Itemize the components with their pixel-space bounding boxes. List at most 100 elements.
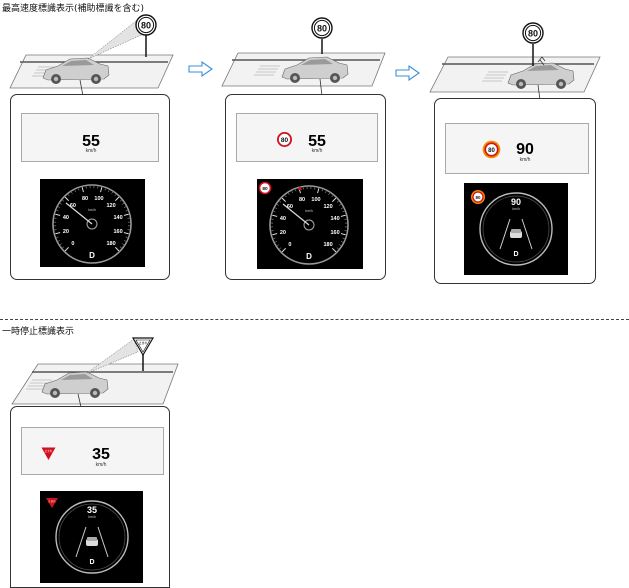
hud-speed-value: 55	[82, 133, 100, 150]
gauge-tick	[108, 190, 110, 193]
gauge-tick	[281, 248, 286, 253]
speed-limit-sign-icon: 80	[482, 140, 501, 159]
gauge-tick	[62, 199, 65, 202]
gauge-tick	[325, 191, 327, 194]
gear-indicator: D	[89, 251, 95, 260]
gauge-tick	[281, 197, 286, 202]
gauge-tick	[111, 192, 113, 194]
road-scene-4: 止まれ	[11, 337, 179, 408]
gauge-tick-label: 180	[106, 241, 115, 247]
gauge-tick	[273, 211, 276, 213]
gauge-tick-label: 40	[63, 215, 69, 221]
hud-sign-value: 80	[488, 148, 495, 154]
section-divider	[0, 319, 629, 320]
car-icon	[41, 371, 109, 398]
gauge-tick	[60, 243, 62, 245]
gauge-tick	[331, 195, 334, 198]
hud-speed-value: 55	[308, 133, 326, 150]
hud-display: 80 90 km/h	[445, 123, 589, 174]
gauge-tick	[58, 240, 61, 242]
gauge-tick	[125, 210, 128, 212]
gauge-tick	[288, 193, 290, 195]
gauge-tick	[277, 244, 279, 246]
hud-speed-unit: km/h	[95, 462, 107, 468]
gauge-tick	[55, 232, 61, 235]
hud-speed-unit: km/h	[85, 148, 97, 154]
gauge-tick	[62, 246, 65, 249]
gauge-tick	[277, 204, 279, 206]
gauge-tick	[272, 233, 278, 236]
meter-unit: km/h	[88, 515, 96, 519]
hud-speed-value: 35	[92, 446, 110, 463]
gauge-tick	[279, 247, 282, 250]
arrow-right-icon	[188, 61, 213, 77]
gauge-tick	[342, 237, 345, 239]
gauge-tick	[339, 204, 341, 206]
gauge-tick-label: 120	[106, 203, 115, 209]
speed-limit-sign-icon: 80	[135, 14, 157, 36]
gauge-tick-label: 0	[71, 241, 74, 247]
gauge-tick	[340, 207, 343, 209]
gauge-tick	[332, 197, 337, 202]
gauge-tick	[340, 241, 343, 243]
gauge-tick-label: 160	[113, 229, 122, 235]
driver-display: 90 km/h D 80	[464, 183, 568, 275]
gauge-tick	[317, 188, 320, 194]
gauge-tick	[64, 247, 69, 252]
gauge-tick-label: 180	[323, 242, 332, 248]
arrow-right-icon	[395, 65, 420, 81]
hud-display: 55 km/h	[21, 113, 159, 162]
gauge-tick	[272, 214, 278, 217]
stop-sign-icon: 止まれ	[131, 337, 155, 357]
gauge-tick-label: 120	[323, 204, 332, 210]
gauge-ring	[52, 184, 132, 264]
gauge-tick	[332, 248, 337, 253]
gear-indicator: D	[89, 559, 94, 566]
gauge-tick	[340, 233, 346, 236]
gauge-tick	[56, 236, 59, 238]
gauge-tick	[125, 236, 128, 238]
car-icon	[507, 62, 575, 89]
meter-unit: km/h	[88, 208, 96, 212]
gauge-tick-label: 40	[280, 216, 286, 222]
gauge-tick-label: 60	[70, 203, 76, 209]
meter-unit: km/h	[305, 209, 313, 213]
stop-sign-icon: 止まれ	[41, 447, 56, 460]
gauge-tick	[340, 214, 346, 217]
gear-indicator: D	[306, 252, 312, 261]
gauge-tick-label: 160	[330, 230, 339, 236]
section-title-speed-limit: 最高速度標識表示(補助標識を含む)	[2, 4, 145, 14]
road-scene-1: 80	[9, 14, 174, 97]
gauge-tick-label: 20	[63, 229, 69, 235]
car-icon	[42, 57, 110, 84]
gauge-tick	[115, 196, 120, 201]
gauge-tick	[279, 200, 282, 203]
gauge-tick-label: 140	[330, 216, 339, 222]
gauge-tick	[74, 190, 76, 193]
gauge-tick	[336, 247, 339, 250]
scene-sign-text: 80	[528, 29, 538, 39]
gauge-tick	[336, 200, 339, 203]
gauge-tick	[119, 246, 122, 249]
adas-display: 90 km/h D 80	[471, 190, 553, 266]
car-icon	[281, 56, 349, 83]
gauge-tick	[123, 240, 126, 242]
driver-display: 35 km/h D 止まれ	[40, 491, 143, 583]
gauge-tick	[123, 213, 129, 216]
gauge-ring	[269, 185, 349, 265]
meter-speed-value: 35	[87, 505, 97, 515]
road-scene-3: 80	[429, 22, 601, 101]
callout-panel-3: 80 90 km/h 90 km/h D 80	[434, 98, 596, 284]
gear-indicator: D	[513, 251, 518, 258]
gauge-tick	[115, 247, 120, 252]
scene-sign-text: 80	[141, 21, 151, 31]
hud-display: 80 55 km/h	[236, 113, 378, 162]
gauge-tick	[291, 191, 293, 194]
gauge-tick-label: 80	[299, 197, 305, 203]
